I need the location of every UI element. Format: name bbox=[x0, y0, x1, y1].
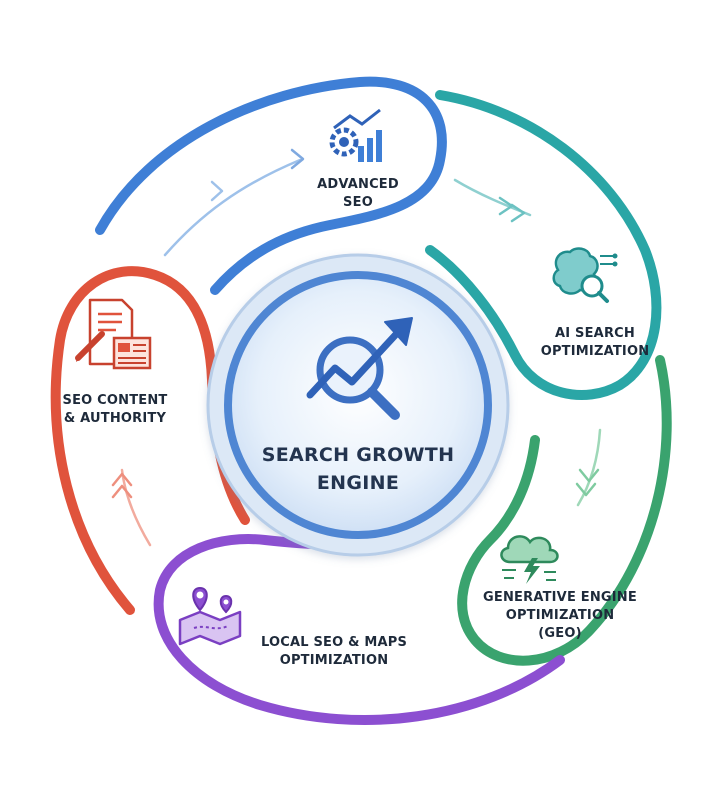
segment-local-seo-line1: LOCAL SEO & MAPS bbox=[261, 635, 407, 650]
center-hub bbox=[206, 253, 510, 557]
center-title-line2: ENGINE bbox=[317, 472, 399, 494]
segment-seo-content-line1: SEO CONTENT bbox=[63, 393, 168, 408]
chevron-icon bbox=[510, 203, 526, 223]
segment-ai-search-line1: AI SEARCH bbox=[555, 326, 635, 341]
chevron-icon bbox=[210, 180, 224, 202]
segment-ai-search-line2: OPTIMIZATION bbox=[541, 344, 650, 359]
chevron-icon bbox=[111, 484, 133, 499]
brain-search-icon bbox=[552, 247, 618, 303]
segment-ai-search-arc bbox=[425, 90, 662, 400]
flow-arrows bbox=[111, 148, 602, 547]
arrow-ai-to-geo bbox=[576, 428, 602, 507]
segment-geo-arc bbox=[457, 355, 672, 666]
segment-advanced-seo-line1: ADVANCED bbox=[317, 177, 399, 192]
segment-seo-content-line2: & AUTHORITY bbox=[64, 411, 167, 426]
segment-geo-line3: (GEO) bbox=[538, 626, 582, 641]
gear-chart-icon bbox=[329, 108, 382, 162]
segment-local-seo-line2: OPTIMIZATION bbox=[280, 653, 389, 668]
arrow-local-to-content bbox=[120, 468, 152, 547]
arrow-content-to-advanced bbox=[163, 158, 302, 257]
segment-geo-line1: GENERATIVE ENGINE bbox=[483, 590, 637, 605]
map-pins-icon bbox=[178, 586, 242, 646]
chevron-icon bbox=[290, 148, 305, 170]
chevron-icon bbox=[111, 472, 133, 487]
segment-advanced-seo-arc bbox=[95, 76, 447, 295]
segment-geo-line2: OPTIMIZATION bbox=[506, 608, 615, 623]
segment-advanced-seo-line2: SEO bbox=[343, 195, 373, 210]
outer-ring bbox=[50, 76, 672, 725]
center-title-line1: SEARCH GROWTH bbox=[262, 444, 455, 466]
search-growth-icon bbox=[306, 317, 413, 420]
cloud-lightning-icon bbox=[500, 535, 559, 584]
chevron-icon bbox=[575, 482, 597, 497]
document-edit-icon bbox=[75, 298, 152, 370]
segment-local-seo-arc bbox=[153, 530, 565, 725]
chevron-icon bbox=[578, 468, 600, 483]
